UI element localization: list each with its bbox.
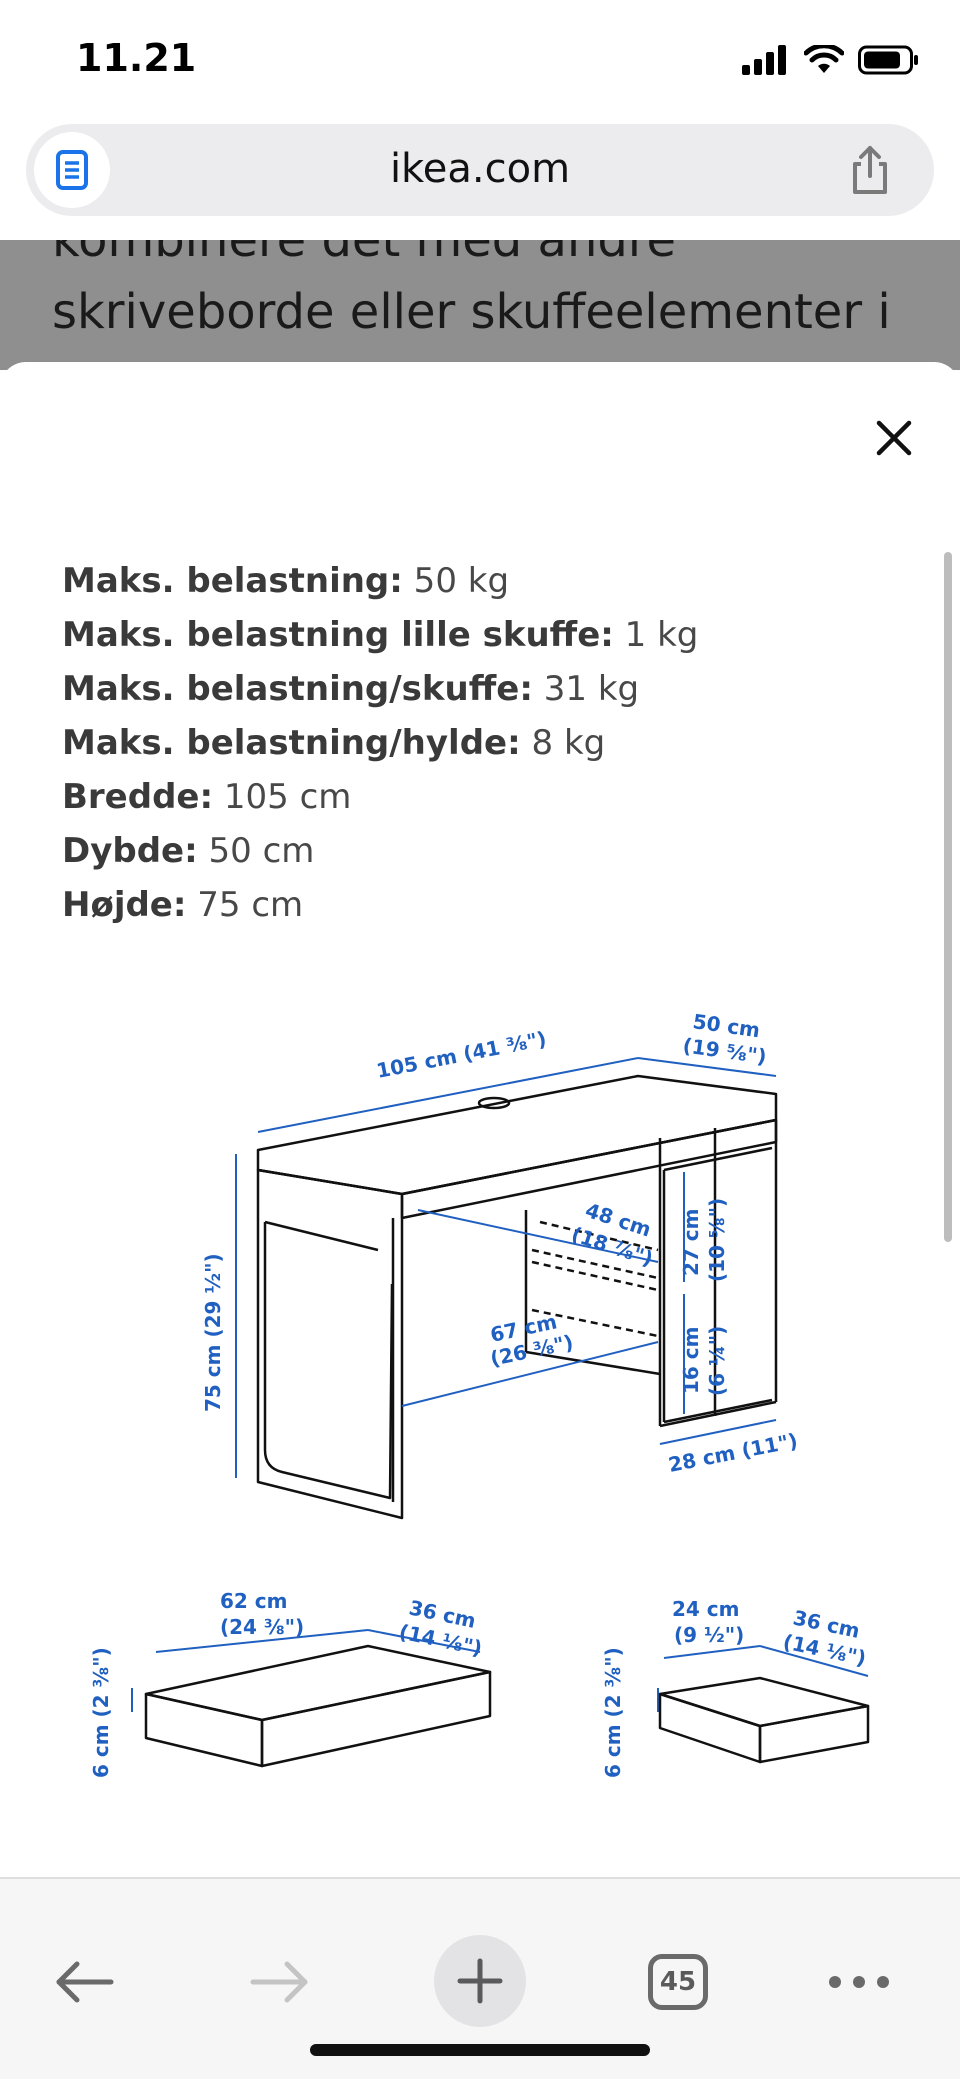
spec-row: Bredde: 105 cm [62, 770, 698, 824]
shelf-upper-in-label: (10 ⅝") [705, 1198, 729, 1282]
shelf-lower-cm-label: 16 cm [679, 1327, 703, 1395]
new-tab-button[interactable] [434, 1935, 526, 2027]
back-arrow-icon [56, 1961, 114, 2003]
spec-label: Højde: [62, 885, 187, 925]
big-drawer-width-cm-label: 62 cm [220, 1589, 288, 1613]
dimension-lines [131, 1057, 869, 1712]
spec-label: Bredde: [62, 777, 214, 817]
forward-button[interactable] [240, 1937, 320, 2027]
close-button[interactable] [868, 412, 920, 464]
dimension-diagram: 105 cm (41 ⅜") 50 cm (19 ⅝") 75 cm (29 ½… [89, 1009, 870, 1778]
back-button[interactable] [44, 1937, 124, 2027]
background-text-line-1: kombinere det med andre [52, 240, 677, 268]
plus-icon [457, 1958, 503, 2004]
spec-value: 75 cm [186, 885, 304, 925]
battery-icon [858, 45, 918, 75]
status-time: 11.21 [76, 36, 197, 80]
spec-row: Maks. belastning: 50 kg [62, 554, 698, 608]
tab-count: 45 [648, 1954, 708, 2010]
cellular-signal-icon [742, 45, 786, 75]
spec-list: Maks. belastning: 50 kg Maks. belastning… [62, 554, 698, 932]
wifi-icon [804, 45, 844, 73]
spec-row: Maks. belastning/hylde: 8 kg [62, 716, 698, 770]
width-label: 105 cm (41 ⅜") [374, 1026, 548, 1082]
spec-label: Dybde: [62, 831, 198, 871]
reader-button[interactable] [34, 132, 110, 208]
height-label: 75 cm (29 ½") [201, 1253, 225, 1412]
address-bar[interactable]: ikea.com [26, 124, 934, 216]
spec-label: Maks. belastning/skuffe: [62, 669, 533, 709]
close-icon [876, 420, 912, 456]
spec-label: Maks. belastning: [62, 561, 403, 601]
url-text[interactable]: ikea.com [389, 146, 571, 192]
small-drawer-width-in-label: (9 ½") [674, 1623, 744, 1647]
share-icon [853, 146, 887, 194]
small-drawer-height-label: 6 cm (2 ⅜") [601, 1647, 625, 1778]
more-icon [829, 1976, 889, 1988]
shelf-lower-in-label: (6 ¼") [705, 1326, 729, 1396]
home-indicator[interactable] [310, 2044, 650, 2056]
shelf-upper-cm-label: 27 cm [679, 1209, 703, 1277]
scrollbar[interactable] [944, 552, 952, 1242]
spec-row: Maks. belastning lille skuffe: 1 kg [62, 608, 698, 662]
spec-label: Maks. belastning/hylde: [62, 723, 521, 763]
big-drawer-height-label: 6 cm (2 ⅜") [89, 1647, 113, 1778]
spec-value: 50 kg [402, 561, 510, 601]
small-drawer-width-cm-label: 24 cm [672, 1597, 740, 1621]
product-dimensions-sheet: Maks. belastning: 50 kg Maks. belastning… [0, 362, 960, 1877]
reader-icon [56, 150, 88, 190]
spec-value: 105 cm [213, 777, 352, 817]
forward-arrow-icon [250, 1961, 308, 2003]
spec-row: Dybde: 50 cm [62, 824, 698, 878]
dimmed-background-page: kombinere det med andre skriveborde elle… [0, 240, 960, 370]
more-button[interactable] [824, 1937, 894, 2027]
share-button[interactable] [844, 144, 896, 196]
spec-value: 50 cm [197, 831, 315, 871]
spec-value: 1 kg [613, 615, 699, 655]
spec-row: Maks. belastning/skuffe: 31 kg [62, 662, 698, 716]
tabs-button[interactable]: 45 [648, 1937, 708, 2027]
spec-label: Maks. belastning lille skuffe: [62, 615, 614, 655]
spec-value: 31 kg [532, 669, 640, 709]
big-drawer-width-in-label: (24 ⅜") [220, 1615, 304, 1639]
cabinet-width-label: 28 cm (11") [666, 1428, 799, 1477]
spec-row: Højde: 75 cm [62, 878, 698, 932]
drawer-drawings [144, 1644, 870, 1768]
status-icons [742, 42, 920, 78]
dimension-labels: 105 cm (41 ⅜") 50 cm (19 ⅝") 75 cm (29 ½… [89, 1009, 868, 1778]
spec-value: 8 kg [520, 723, 606, 763]
status-bar: 11.21 [0, 0, 960, 120]
background-text-line-2: skriveborde eller skuffeelementer i [52, 284, 891, 340]
desk-drawing [256, 1074, 778, 1520]
